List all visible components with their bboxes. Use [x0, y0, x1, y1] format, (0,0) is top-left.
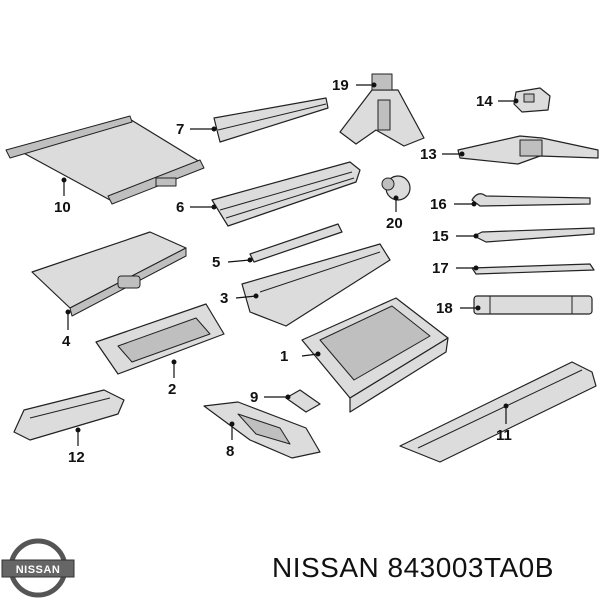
callout-17: 17: [432, 260, 449, 277]
callout-19: 19: [332, 77, 349, 94]
part-4-floor-board: [31, 231, 187, 317]
callout-labels: 1 2 3 4 5 6 7 8 9 10 11 12 13 14 15 16 1…: [54, 77, 512, 466]
part-3-cover: [241, 243, 391, 327]
nissan-logo: NISSAN: [1, 538, 75, 598]
part-number-caption: NISSAN 843003TA0B: [272, 552, 554, 583]
callout-3: 3: [220, 290, 228, 307]
callout-11: 11: [496, 427, 512, 444]
callout-12: 12: [68, 449, 85, 466]
callout-18: 18: [436, 300, 453, 317]
part-14-clip: [513, 87, 551, 113]
part-17-rod: [471, 263, 595, 275]
part-18-tool-case: [473, 295, 593, 315]
leader-dots: [61, 82, 519, 433]
part-20-knob: [381, 175, 411, 201]
callout-20: 20: [386, 215, 403, 232]
part-2-tray: [95, 303, 225, 375]
part-13-jack: [457, 135, 599, 165]
part-12-side-box: [13, 389, 125, 441]
callout-13: 13: [420, 146, 437, 163]
callout-9: 9: [250, 389, 258, 406]
callout-2: 2: [168, 381, 176, 398]
part-8-side-tray: [203, 401, 321, 459]
part-10-tonneau-cover: [5, 115, 205, 205]
part-1-storage-box: [301, 297, 449, 413]
part-5-strip: [249, 223, 343, 263]
callout-5: 5: [212, 254, 220, 271]
logo-text: NISSAN: [16, 564, 61, 576]
callout-10: 10: [54, 199, 71, 216]
part-7-trim-strip: [213, 97, 329, 143]
callout-6: 6: [176, 199, 184, 216]
callout-16: 16: [430, 196, 447, 213]
callout-14: 14: [476, 93, 493, 110]
part-19-bracket: [339, 73, 425, 147]
callout-8: 8: [226, 443, 234, 460]
part-15-rod: [473, 227, 595, 243]
callout-7: 7: [176, 121, 184, 138]
part-9-clip: [285, 389, 321, 413]
callout-1: 1: [280, 348, 288, 365]
part-6-trim-panel: [211, 161, 361, 227]
callout-15: 15: [432, 228, 449, 245]
part-16-jack-handle: [471, 193, 591, 207]
leader-lines: [63, 84, 516, 446]
part-11-sill-plate: [399, 361, 597, 463]
callout-4: 4: [62, 333, 71, 350]
